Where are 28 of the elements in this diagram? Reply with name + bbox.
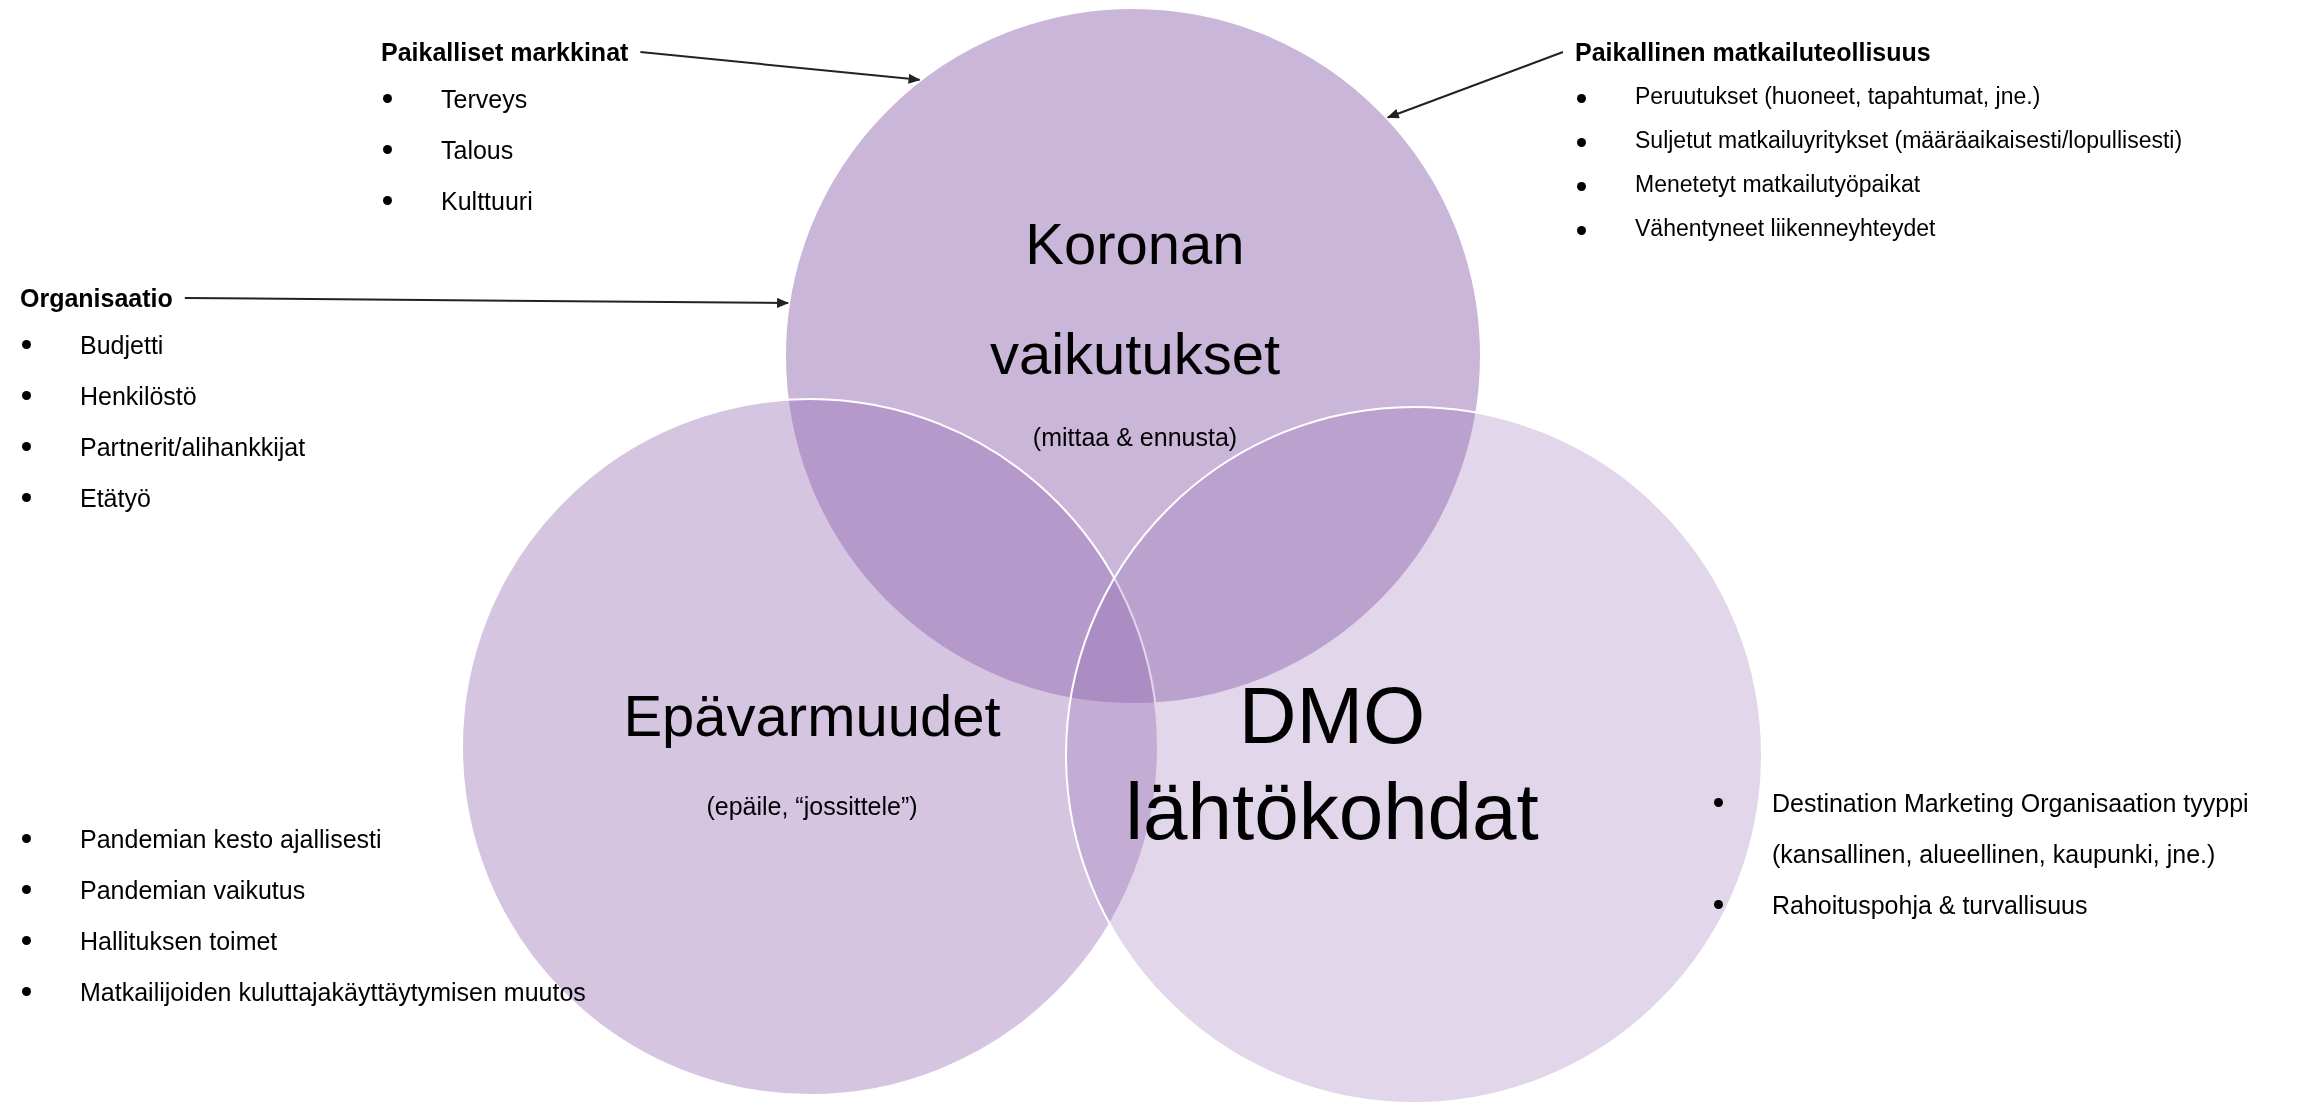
circle-title: Epävarmuudet <box>622 682 1002 750</box>
list-item: Terveys <box>441 84 528 115</box>
list-item: Etätyö <box>80 483 151 514</box>
list-item: Partnerit/alihankkijat <box>80 432 306 463</box>
group-heading: Paikalliset markkinat <box>381 37 629 68</box>
list-item: Destination Marketing Organisaation tyyppi (kansallinen, alueellinen, kaupunki, jne.) <box>1772 788 2250 870</box>
circle-title: Koronan vaikutukset <box>988 210 1282 388</box>
list-item: Hallituksen toimet <box>80 926 278 957</box>
group-heading: Organisaatio <box>20 283 173 314</box>
list-item: Rahoituspohja & turvallisuus <box>1772 890 2088 921</box>
list-item: Budjetti <box>80 330 164 361</box>
list-item: Peruutukset (huoneet, tapahtumat, jne.) <box>1635 82 2041 111</box>
list-item: Vähentyneet liikenneyhteydet <box>1635 214 1936 243</box>
arrow <box>1386 51 1564 119</box>
list-item: Pandemian vaikutus <box>80 875 306 906</box>
group-heading: Paikallinen matkailuteollisuus <box>1575 37 1931 68</box>
list-item: Pandemian kesto ajallisesti <box>80 824 382 855</box>
arrow <box>639 51 921 84</box>
list-item: Matkailijoiden kuluttajakäyttäytymisen muutos <box>80 977 586 1008</box>
list-item: Suljetut matkailuyritykset (määräaikaisesti/lopullisesti) <box>1635 126 2183 155</box>
list-item: Henkilöstö <box>80 381 197 412</box>
arrow <box>183 297 790 308</box>
circle-subtitle: (epäile, “jossittele”) <box>705 791 919 822</box>
circle-subtitle: (mittaa & ennusta) <box>1031 422 1239 453</box>
circle-title: DMO lähtökohdat <box>1124 670 1540 858</box>
list-item: Menetetyt matkailutyöpaikat <box>1635 170 1921 199</box>
list-item: Talous <box>441 135 514 166</box>
list-item: Kulttuuri <box>441 186 533 217</box>
